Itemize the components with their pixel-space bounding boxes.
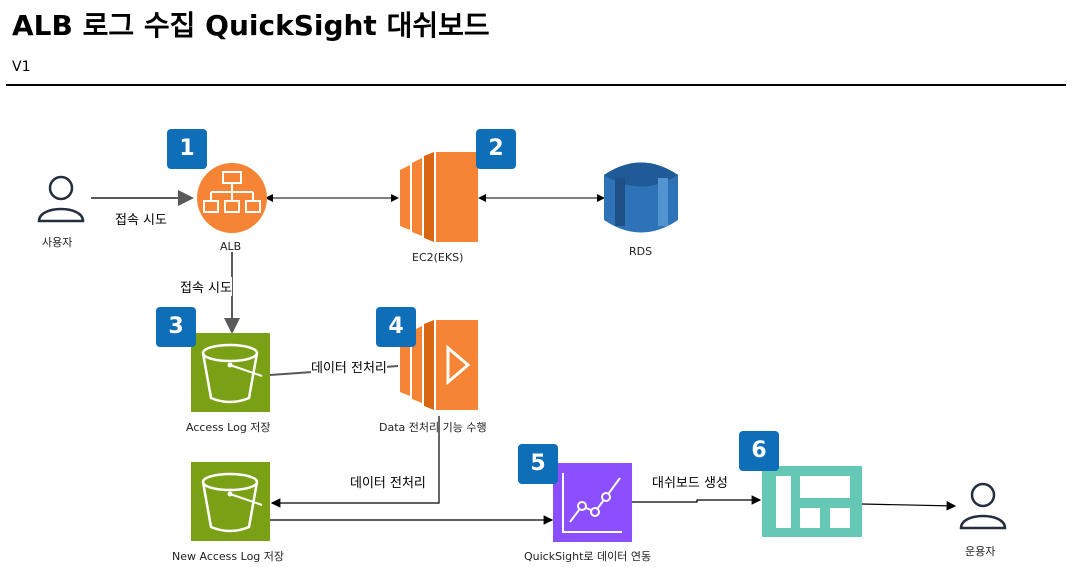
edge-dashboard-user	[861, 501, 957, 511]
page-title: ALB 로그 수집 QuickSight 대쉬보드	[12, 9, 490, 42]
ec2-icon	[400, 152, 478, 242]
edge-label-alb-s3: 접속 시도	[180, 277, 232, 296]
edge-label-user-alb: 접속 시도	[115, 209, 167, 228]
edge-label-lambda-s3new: 데이터 전처리	[350, 472, 426, 491]
header-divider	[6, 84, 1066, 86]
edge-quicksight-dashboard	[632, 495, 762, 505]
alb-icon	[197, 163, 267, 233]
s3-new-access-log-label: New Access Log 저장	[172, 550, 285, 563]
quicksight-icon	[553, 463, 632, 542]
user-label: 사용자	[42, 236, 73, 249]
lambda-label: Data 전처리 기능 수행	[379, 421, 487, 434]
step-badge-5: 5	[518, 444, 558, 484]
step-badge-6: 6	[739, 431, 779, 471]
step-badge-4: 4	[376, 307, 416, 347]
quicksight-label: QuickSight로 데이터 연동	[524, 550, 652, 563]
rds-icon	[604, 162, 678, 233]
version-label: V1	[12, 59, 31, 75]
s3-new-access-log-icon	[191, 462, 270, 541]
lambda-icon	[400, 320, 478, 410]
step-badge-3: 3	[156, 307, 196, 347]
step-badge-2: 2	[476, 129, 516, 169]
dashboard-icon	[762, 466, 862, 537]
s3-access-log-label: Access Log 저장	[186, 421, 271, 434]
edge-label-quicksight-dashboard: 대쉬보드 생성	[652, 472, 728, 491]
step-badge-1: 1	[167, 129, 207, 169]
s3-access-log-icon	[191, 333, 270, 412]
ec2-label: EC2(EKS)	[412, 251, 464, 264]
edge-lambda-s3new	[270, 416, 440, 508]
user-icon	[37, 175, 85, 223]
operator-icon	[959, 482, 1007, 530]
edge-label-s3-lambda: 데이터 전처리	[311, 357, 387, 376]
rds-label: RDS	[629, 245, 653, 258]
operator-label: 운용자	[965, 545, 996, 558]
alb-label: ALB	[220, 240, 242, 253]
